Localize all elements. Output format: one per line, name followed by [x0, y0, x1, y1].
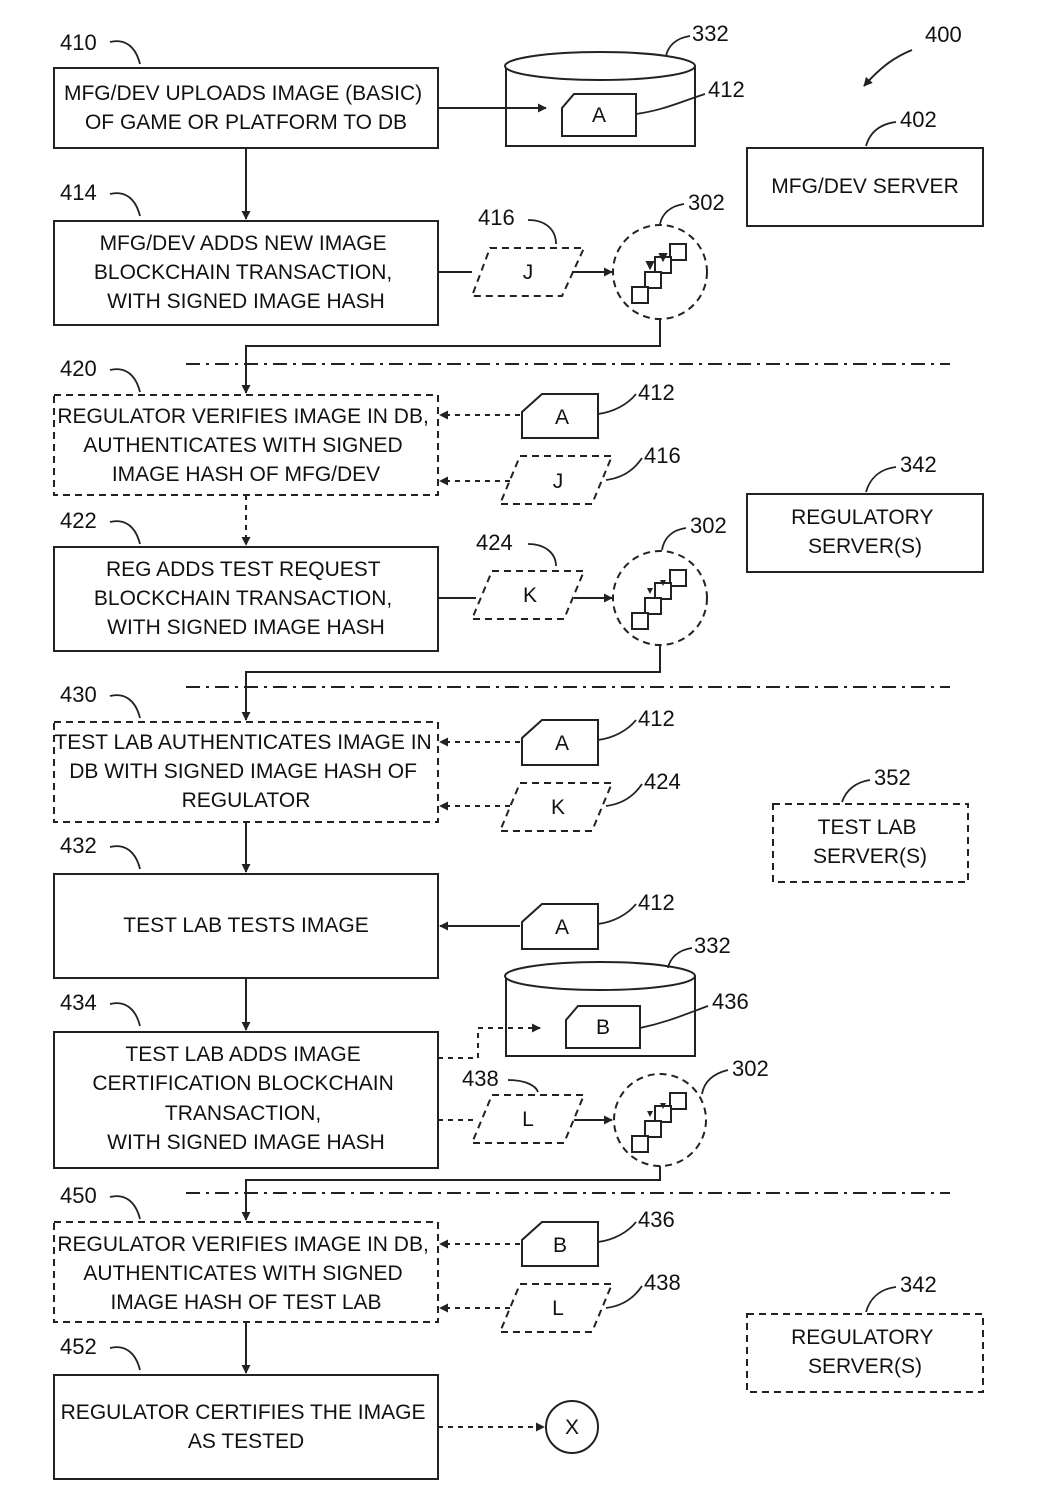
image-reference: B 436: [522, 1207, 675, 1266]
server-ref: 342: [900, 452, 937, 477]
db-ref: 332: [694, 933, 731, 958]
server-ref: 352: [874, 765, 911, 790]
transaction-ref: 438: [644, 1270, 681, 1295]
db-ref: 332: [692, 21, 729, 46]
server-box: REGULATORY SERVER(S) 342: [747, 1272, 983, 1392]
step-ref: 410: [60, 30, 97, 55]
transaction: L 438: [462, 1066, 584, 1143]
step-410: MFG/DEV UPLOADS IMAGE (BASIC) OF GAME OR…: [54, 30, 438, 148]
transaction-label: J: [553, 470, 564, 493]
transaction-ref: 424: [476, 530, 513, 555]
blockchain-ref: 302: [688, 190, 725, 215]
image-reference: A 412: [522, 890, 675, 949]
image-ref: 412: [708, 77, 745, 102]
terminal-label: X: [565, 1416, 579, 1439]
step-text: REGULATOR VERIFIES IMAGE IN DB, AUTHENTI…: [57, 405, 434, 486]
server-label: MFG/DEV SERVER: [771, 175, 958, 198]
blockchain: 302: [614, 1056, 769, 1166]
blockchain: 302: [613, 190, 725, 319]
transaction: J 416: [472, 205, 584, 296]
image-ref-number: 412: [638, 706, 675, 731]
transaction-label: J: [523, 261, 534, 284]
image-ref-label: A: [555, 916, 569, 939]
transaction-label: K: [551, 796, 565, 819]
step-text: REGULATOR VERIFIES IMAGE IN DB, AUTHENTI…: [57, 1233, 434, 1314]
transaction-ref: 424: [644, 769, 681, 794]
image-ref-number: 412: [638, 890, 675, 915]
step-ref: 420: [60, 356, 97, 381]
step-text: TEST LAB TESTS IMAGE: [123, 914, 368, 937]
step-ref: 430: [60, 682, 97, 707]
image-ref-label: A: [555, 406, 569, 429]
step-ref: 414: [60, 180, 97, 205]
transaction-label: L: [522, 1108, 534, 1131]
image-reference: A 412: [522, 706, 675, 765]
transaction: K 424: [500, 769, 681, 831]
image-ref-label: B: [553, 1234, 567, 1257]
image-label: A: [592, 104, 606, 127]
transaction-ref: 438: [462, 1066, 499, 1091]
image-reference: A 412: [522, 380, 675, 438]
step-text: REG ADDS TEST REQUEST BLOCKCHAIN TRANSAC…: [94, 558, 398, 639]
server-box: REGULATORY SERVER(S) 342: [747, 452, 983, 572]
server-box: MFG/DEV SERVER 402: [747, 107, 983, 226]
step-ref: 422: [60, 508, 97, 533]
transaction: K 424: [472, 530, 584, 619]
figure-number: 400: [925, 22, 962, 47]
terminal-node: X: [546, 1401, 598, 1453]
transaction-label: L: [552, 1297, 564, 1320]
server-ref: 402: [900, 107, 937, 132]
image-label: B: [596, 1016, 610, 1039]
blockchain-ref: 302: [732, 1056, 769, 1081]
database-cylinder: B 332 436: [505, 933, 749, 1056]
step-ref: 432: [60, 833, 97, 858]
step-ref: 450: [60, 1183, 97, 1208]
blockchain: 302: [613, 513, 727, 645]
step-ref: 452: [60, 1334, 97, 1359]
image-ref-number: 412: [638, 380, 675, 405]
server-ref: 342: [900, 1272, 937, 1297]
transaction-ref: 416: [478, 205, 515, 230]
step-text: MFG/DEV ADDS NEW IMAGE BLOCKCHAIN TRANSA…: [94, 232, 398, 313]
transaction-ref: 416: [644, 443, 681, 468]
image-ref-number: 436: [638, 1207, 675, 1232]
image-ref: 436: [712, 989, 749, 1014]
step-ref: 434: [60, 990, 97, 1015]
transaction: L 438: [500, 1270, 681, 1332]
image-ref-label: A: [555, 732, 569, 755]
database-cylinder: A 332 412: [505, 21, 745, 146]
transaction: J 416: [500, 443, 681, 504]
transaction-label: K: [523, 584, 537, 607]
blockchain-ref: 302: [690, 513, 727, 538]
figure-arrow: [864, 50, 912, 86]
server-box: TEST LAB SERVER(S) 352: [773, 765, 968, 882]
